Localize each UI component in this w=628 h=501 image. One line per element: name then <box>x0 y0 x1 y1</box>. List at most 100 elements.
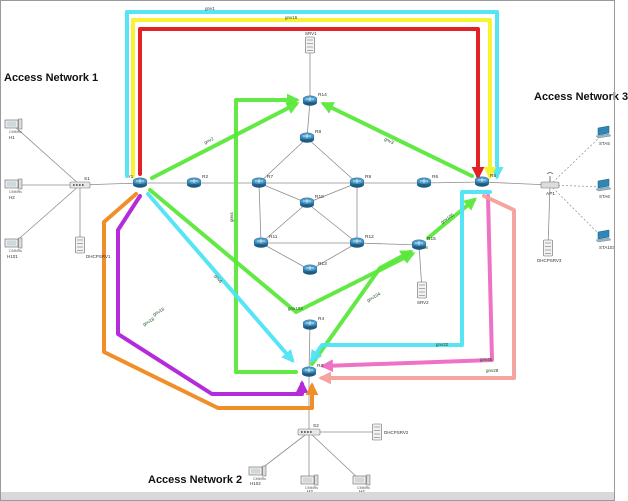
link-r14-r8 <box>306 100 311 139</box>
router-r5[interactable]: R5 <box>474 173 496 187</box>
server-label: DHCPSRV1 <box>86 254 111 259</box>
router-r10[interactable]: R10 <box>299 194 324 208</box>
flow-label-text: gnv22 <box>436 342 449 347</box>
router-label: R3 <box>317 363 323 369</box>
router-label: R5 <box>490 173 496 179</box>
router-r4[interactable]: R4 <box>302 316 324 330</box>
server-srv2[interactable]: SRV2 <box>417 281 429 305</box>
flow-gnv4-loop <box>234 93 300 374</box>
flow-gnv22 <box>102 192 319 410</box>
router-r15[interactable]: R15 <box>411 236 436 250</box>
flow-gnv6 <box>146 192 295 363</box>
link-s2-h4 <box>308 431 362 482</box>
switch-s1[interactable]: S1 <box>69 176 91 189</box>
link-r7-r10 <box>258 182 308 204</box>
router-icon <box>302 319 318 330</box>
router-r7[interactable]: R7 <box>251 174 273 188</box>
server-label: SRV1 <box>305 31 317 36</box>
flow-label-text: gnv6 <box>213 273 223 284</box>
computer-icon <box>4 178 23 190</box>
host-sublabel: CMMRs <box>305 486 318 490</box>
server-label: SRV2 <box>417 300 429 305</box>
router-icon <box>474 176 490 187</box>
access-point-ap1[interactable]: AP1 <box>540 172 560 198</box>
server-srv1[interactable]: SRV1 <box>305 31 317 54</box>
router-r8[interactable]: R8 <box>299 129 321 143</box>
flow-gnv3-r14 <box>320 102 474 178</box>
link-r9-r10 <box>306 182 358 204</box>
station-sta5[interactable]: STA5 <box>595 125 612 146</box>
switch-icon <box>297 428 321 436</box>
router-label: R15 <box>427 236 436 242</box>
server-dhcpsrv2[interactable]: DHCPSRV2 <box>372 423 409 441</box>
host-label: H1 <box>9 135 15 140</box>
router-r2[interactable]: R2 <box>186 174 208 188</box>
physical-links <box>12 45 604 482</box>
flow-label-gnv104: gnv104 <box>366 291 382 303</box>
flow-label-gnv2: gnv2 <box>203 136 214 145</box>
flow-label-text: gnv46 <box>480 357 493 362</box>
router-r12[interactable]: R12 <box>349 234 374 248</box>
switch-label: S1 <box>84 176 90 182</box>
flow-label-text: gnv15 <box>285 15 298 20</box>
link-r8-r9 <box>306 137 358 184</box>
server-icon <box>305 36 315 54</box>
link-h101-s1 <box>12 184 81 245</box>
router-label: R12 <box>365 234 374 240</box>
switch-s2[interactable]: S2 <box>297 423 321 436</box>
link-r12-r15 <box>356 242 420 246</box>
router-r9[interactable]: R9 <box>349 174 371 188</box>
station-sta6[interactable]: STA6 <box>595 178 612 199</box>
router-r6[interactable]: R6 <box>416 174 438 188</box>
computer-icon <box>248 465 267 477</box>
server-dhcpsrv1[interactable]: DHCPSRV1 <box>75 236 111 259</box>
router-label: R10 <box>315 194 324 200</box>
router-r13[interactable]: R13 <box>302 261 327 275</box>
host-h3[interactable]: CMMRsH3 <box>300 474 319 494</box>
wifi-ap-icon <box>540 172 560 189</box>
flow-gnv105 <box>426 197 477 240</box>
flow-label-gnv15: gnv15 <box>285 15 298 20</box>
host-sublabel: CMMRs <box>9 249 22 253</box>
router-r11[interactable]: R11 <box>253 234 278 248</box>
host-sublabel: CMMRs <box>253 477 266 481</box>
access-network-2-label: Access Network 2 <box>148 474 243 486</box>
router-label: R11 <box>269 234 278 240</box>
router-label: r1 <box>129 174 134 180</box>
host-sublabel: CMMRs <box>357 486 370 490</box>
access-point-label: AP1 <box>546 191 555 197</box>
router-r14[interactable]: R14 <box>302 92 327 106</box>
flow-paths <box>102 10 516 410</box>
server-label: DHCPSRV3 <box>537 258 562 263</box>
bottom-strip <box>0 492 615 501</box>
flow-label-gnv103: gnv103 <box>288 306 303 311</box>
station-sta103[interactable]: STA103 <box>595 229 615 250</box>
flow-label-gnv46: gnv46 <box>480 357 493 362</box>
flow-red <box>138 27 485 180</box>
wireless-link-sta103 <box>549 184 604 239</box>
server-dhcpsrv3[interactable]: DHCPSRV3 <box>537 239 562 263</box>
link-h1-s1 <box>12 124 81 186</box>
router-r3[interactable]: R3 <box>301 363 323 377</box>
router-r1[interactable]: r1 <box>129 174 148 188</box>
computer-icon <box>4 118 23 130</box>
flow-label-text: gnv1 <box>205 6 215 11</box>
flow-label-text: gnv28 <box>486 368 499 373</box>
host-sublabel: CMMRs <box>9 130 22 134</box>
host-h4[interactable]: CMMRsH4 <box>352 474 371 494</box>
server-icon <box>372 423 382 441</box>
computer-icon <box>352 474 371 486</box>
flow-label-gnv4: gnv4 <box>229 212 234 222</box>
router-icon <box>253 237 269 248</box>
flow-label-text: gnv16 <box>152 306 166 317</box>
host-label: H101 <box>7 254 18 259</box>
host-label: H3 <box>307 489 313 494</box>
laptop-icon <box>595 229 612 243</box>
link-r6-r5 <box>423 181 483 184</box>
link-r7-r11 <box>258 182 262 244</box>
